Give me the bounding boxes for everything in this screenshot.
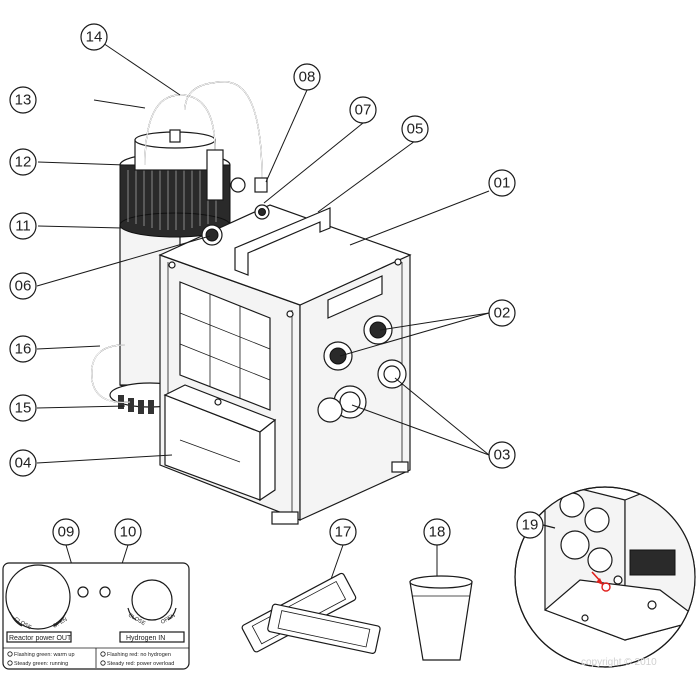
main-device — [91, 81, 412, 525]
callout-02: 02 — [488, 299, 516, 327]
canister — [109, 129, 231, 414]
open-arrow-left-icon — [53, 611, 67, 627]
callout-14-label: 14 — [86, 29, 103, 46]
callout-15-label: 15 — [15, 400, 32, 417]
callout-11: 11 — [9, 212, 37, 240]
callout-09-label: 09 — [58, 524, 75, 541]
callout-17: 17 — [329, 518, 357, 546]
led-right-line1: Flashing red: no hydrogen — [107, 652, 171, 658]
callout-10: 10 — [114, 518, 142, 546]
led-left-line2: Steady green: running — [14, 661, 68, 667]
callout-12-label: 12 — [15, 154, 32, 171]
led-09 — [77, 586, 89, 598]
hydrogen-label: Hydrogen IN — [126, 635, 165, 642]
callout-15: 15 — [9, 394, 37, 422]
callout-05: 05 — [401, 115, 429, 143]
callout-02-label: 02 — [494, 305, 511, 322]
callout-19: 19 — [516, 511, 544, 539]
led-green-steady-icon — [7, 660, 13, 666]
cup — [409, 575, 473, 661]
open-arrow-right-icon — [167, 607, 177, 621]
led-right-line2: Steady red: power overload — [107, 661, 174, 667]
main-box — [158, 149, 412, 525]
callout-11-label: 11 — [15, 218, 31, 235]
led-left-line1: Flashing green: warm up — [14, 652, 75, 658]
callout-04: 04 — [9, 449, 37, 477]
led-red-steady-icon — [100, 660, 106, 666]
callout-16: 16 — [9, 335, 37, 363]
callout-01-label: 01 — [494, 175, 511, 192]
callout-18: 18 — [423, 518, 451, 546]
hydrogen-knob[interactable] — [131, 579, 173, 621]
callout-04-label: 04 — [15, 455, 32, 472]
close-arrow-right-icon — [127, 607, 137, 621]
callout-06: 06 — [9, 272, 37, 300]
callout-16-label: 16 — [15, 341, 32, 358]
sachets — [241, 572, 381, 654]
callout-03-label: 03 — [494, 447, 511, 464]
callout-03: 03 — [488, 441, 516, 469]
reactor-label: Reactor power OUT — [9, 635, 72, 642]
reactor-knob[interactable] — [5, 564, 71, 630]
callout-09: 09 — [52, 518, 80, 546]
callout-19-label: 19 — [522, 517, 539, 534]
callout-18-label: 18 — [429, 524, 446, 541]
detail-view: 19 copyright © 2010 — [514, 486, 696, 668]
reset-hole-marker — [601, 582, 611, 592]
callout-12: 12 — [9, 148, 37, 176]
control-panel: CLOSE OPEN Reactor power OUT CLOSE OPEN … — [2, 562, 190, 670]
callouts: 14 13 12 11 06 16 15 04 — [9, 23, 516, 546]
callout-13-label: 13 — [15, 92, 32, 109]
callout-07-label: 07 — [355, 102, 372, 119]
callout-08-label: 08 — [299, 69, 316, 86]
callout-07: 07 — [349, 96, 377, 124]
led-green-flash-icon — [7, 651, 13, 657]
callout-01: 01 — [488, 169, 516, 197]
callout-10-label: 10 — [120, 524, 137, 541]
led-red-flash-icon — [100, 651, 106, 657]
led-10 — [99, 586, 111, 598]
callout-13: 13 — [9, 86, 37, 114]
close-arrow-left-icon — [9, 611, 23, 627]
callout-06-label: 06 — [15, 278, 32, 295]
leader-lines — [36, 36, 490, 593]
callout-14: 14 — [80, 23, 108, 51]
callout-08: 08 — [293, 63, 321, 91]
callout-17-label: 17 — [335, 524, 352, 541]
callout-05-label: 05 — [407, 121, 424, 138]
copyright-watermark: copyright © 2010 — [581, 657, 657, 668]
